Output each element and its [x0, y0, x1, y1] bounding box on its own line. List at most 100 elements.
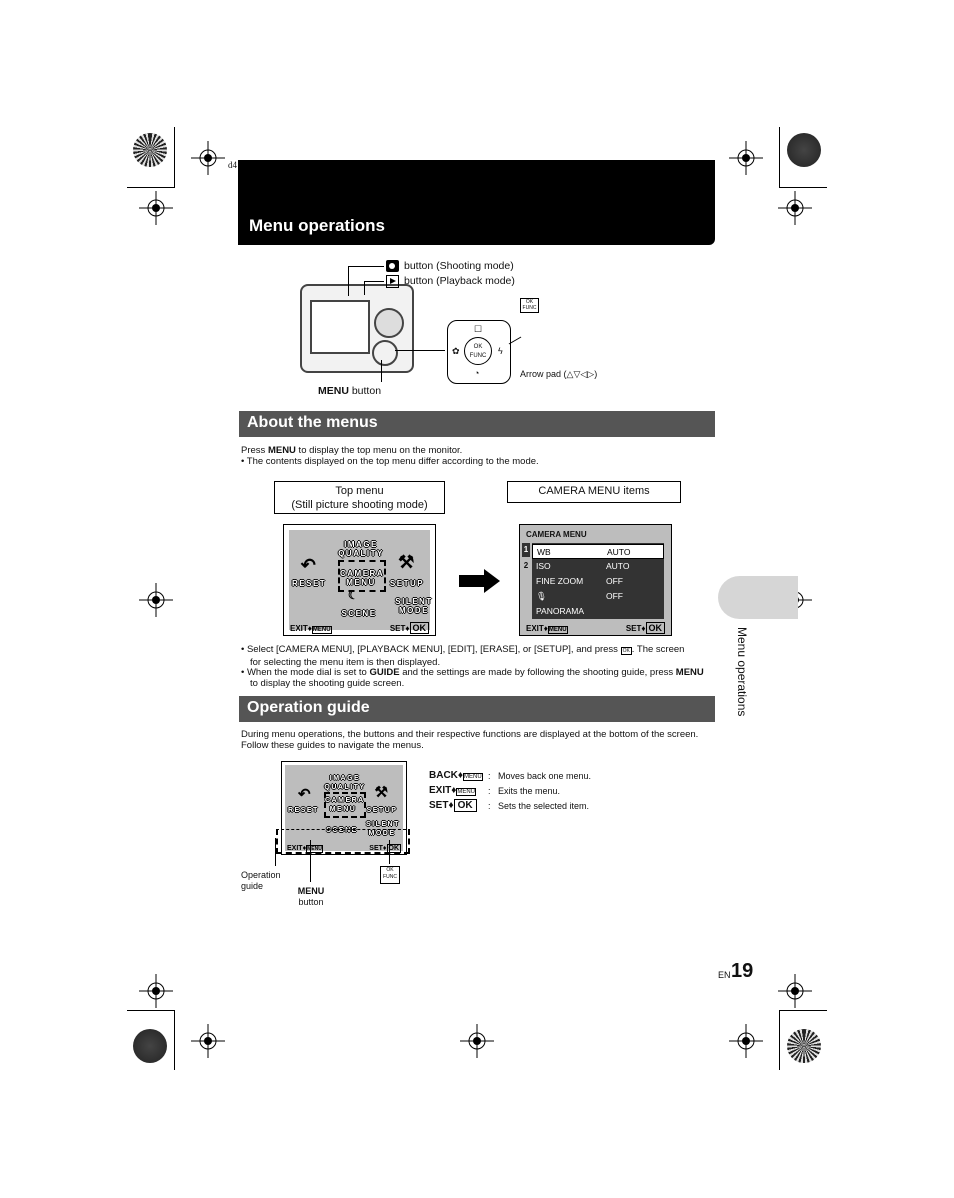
- ok-key-icon: OK: [409, 622, 429, 634]
- menu-key: MENU: [297, 886, 325, 896]
- trim-line: [174, 1010, 175, 1070]
- set-guide: SET♦OK: [626, 622, 665, 634]
- operation-guide-highlight-top: [276, 829, 406, 830]
- language-code: EN: [718, 970, 731, 980]
- ok-key-icon: OK: [453, 799, 477, 812]
- trim-line: [779, 1010, 827, 1011]
- arrow-pad-small: [372, 340, 398, 366]
- target-circle: [787, 133, 821, 167]
- menu-item-reset: RESET: [288, 807, 319, 814]
- menu-button-label: MENU button: [318, 385, 381, 397]
- trim-line: [127, 1010, 175, 1011]
- ok-key-icon: OK: [645, 622, 665, 634]
- menu-item-image-quality: IMAGE QUALITY: [338, 540, 384, 558]
- leader-line: [364, 281, 384, 282]
- set-label: SET: [429, 800, 449, 811]
- bullet2-line2: for selecting the menu item is then disp…: [250, 657, 441, 668]
- operation-screen-inner: [285, 765, 403, 851]
- func-label: FUNC: [469, 353, 487, 359]
- legend-back: BACK♦MENU: [429, 770, 483, 781]
- scene-icon: ☾: [347, 588, 361, 602]
- bullet2-post: . The screen: [631, 644, 685, 655]
- operation-guide-line2: guide: [241, 881, 264, 891]
- registration-mark: [460, 1024, 494, 1058]
- target-circle: [133, 1029, 167, 1063]
- leader-line: [364, 281, 365, 295]
- menu-key-icon: MENU: [456, 788, 477, 796]
- legend-back-desc: Moves back one menu.: [498, 771, 592, 781]
- menu-item-scene: SCENE: [326, 827, 358, 834]
- leader-line: [389, 840, 390, 864]
- ok-label: OK: [473, 344, 483, 350]
- menu-item-reset: RESET: [292, 579, 327, 588]
- arrow-pad-text: Arrow pad (: [520, 369, 567, 379]
- menu-key: MENU: [267, 445, 296, 456]
- registration-mark: [139, 583, 173, 617]
- leader-line: [348, 266, 384, 267]
- exit-guide: EXIT♦MENU: [290, 624, 332, 634]
- leader-line: [275, 838, 276, 866]
- top-menu-box-line1: Top menu: [335, 485, 384, 497]
- menu-key: MENU: [675, 667, 704, 678]
- leader-line: [381, 360, 382, 382]
- tab-2: 2: [523, 561, 529, 570]
- file-slug: d4: [228, 160, 237, 170]
- menu-key-icon: MENU: [311, 626, 332, 634]
- set-label: SET: [369, 845, 383, 852]
- up-icon: ☐: [474, 324, 483, 334]
- trim-line: [779, 187, 827, 188]
- registration-mark: [778, 974, 812, 1008]
- menu-row-voice[interactable]: 🎙OFF: [532, 589, 664, 604]
- tab-1: 1: [522, 543, 530, 557]
- camera-menu-title: CAMERA MENU: [522, 527, 669, 543]
- arrow-right-icon: [459, 575, 485, 587]
- legend-colon: :: [488, 801, 491, 811]
- menu-item-image-quality: IMAGE QUALITY: [324, 775, 366, 791]
- registration-mark: [139, 191, 173, 225]
- menu-key-icon: MENU: [463, 773, 483, 781]
- camera-monitor: [310, 300, 370, 354]
- menu-row-panorama[interactable]: PANORAMA: [532, 604, 664, 619]
- menu-button-text: button: [348, 385, 382, 397]
- set-guide: SET♦OK: [369, 844, 401, 853]
- menu-key-icon: MENU: [547, 626, 568, 634]
- row-value: AUTO: [607, 547, 631, 557]
- exit-label: EXIT: [429, 785, 452, 796]
- exit-guide: EXIT♦MENU: [287, 845, 323, 853]
- section-operation-heading: Operation guide: [247, 699, 370, 716]
- guide-key: GUIDE: [369, 667, 400, 678]
- about-line1-post: to display the top menu on the monitor.: [295, 445, 463, 456]
- bullet2-pre: • Select [CAMERA MENU], [PLAYBACK MENU],…: [241, 644, 621, 655]
- camera-body: [300, 284, 414, 373]
- row-value: OFF: [606, 576, 623, 586]
- arrow-triangles-icon: △▽◁▷: [566, 369, 595, 379]
- menu-item-camera-menu: CAMERA MENU: [340, 569, 385, 587]
- menu-key-icon: MENU: [306, 845, 323, 853]
- self-timer-icon: ◔: [474, 368, 480, 378]
- top-menu-screen: IMAGE QUALITY ↶ RESET CAMERA MENU ⚒ SETU…: [283, 524, 436, 636]
- leader-line: [310, 840, 311, 882]
- menu-item-camera-menu: CAMERA MENU: [325, 797, 365, 813]
- trim-line: [174, 127, 175, 187]
- registration-mark: [778, 191, 812, 225]
- row-value: AUTO: [606, 561, 630, 571]
- shooting-button-label: button (Shooting mode): [404, 260, 514, 272]
- menu-item-silent-mode: SILENT MODE: [395, 597, 433, 615]
- row-value: OFF: [606, 591, 623, 601]
- top-menu-box-line2: (Still picture shooting mode): [291, 499, 428, 511]
- target-circle: [787, 1029, 821, 1063]
- exit-guide: EXIT♦MENU: [526, 624, 568, 634]
- registration-mark: [191, 141, 225, 175]
- setup-wrench-icon: ⚒: [398, 552, 416, 572]
- registration-mark: [191, 1024, 225, 1058]
- trim-line: [127, 187, 175, 188]
- page-number: 19: [731, 960, 754, 982]
- menu-item-setup: SETUP: [389, 579, 425, 588]
